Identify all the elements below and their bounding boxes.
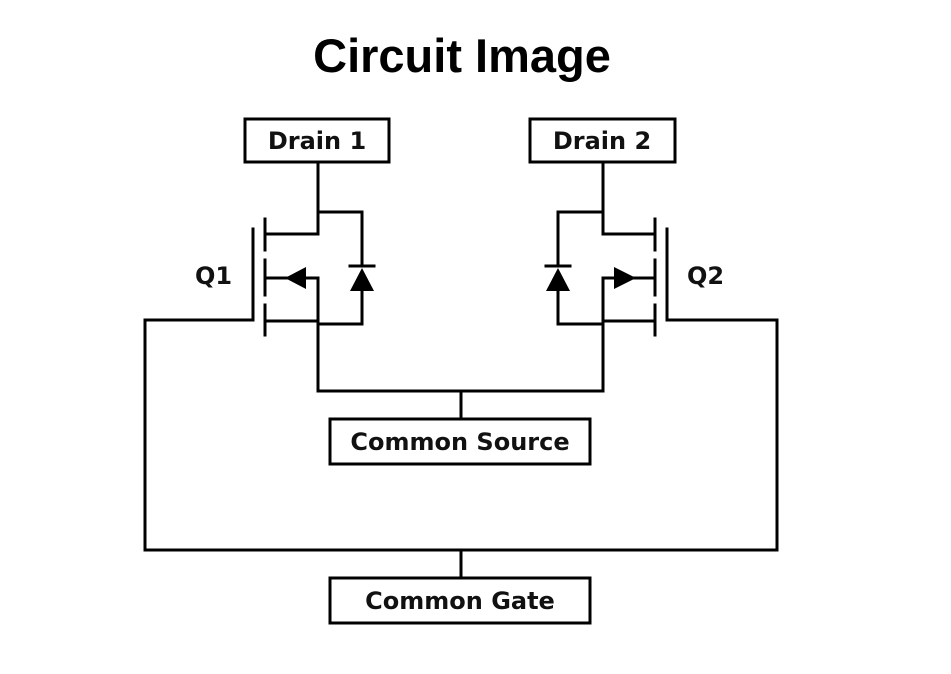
drain2-label: Drain 2 <box>553 127 651 155</box>
q1-body-arrow <box>285 267 306 289</box>
q1-body-diode <box>316 210 376 326</box>
q1-label: Q1 <box>195 262 232 290</box>
page-title: Circuit Image <box>313 29 611 82</box>
q1-diode-triangle <box>350 268 374 291</box>
q2-body-arrow <box>614 267 636 289</box>
q2-transistor <box>601 217 669 337</box>
drain1-label: Drain 1 <box>268 127 366 155</box>
q1-transistor <box>251 217 320 337</box>
q2-diode-triangle <box>546 268 570 291</box>
common-source-label: Common Source <box>350 428 569 456</box>
common-source-bus <box>316 319 605 393</box>
q2-body-diode <box>544 210 605 326</box>
common-gate-label: Common Gate <box>365 587 555 615</box>
q2-label: Q2 <box>687 262 724 290</box>
